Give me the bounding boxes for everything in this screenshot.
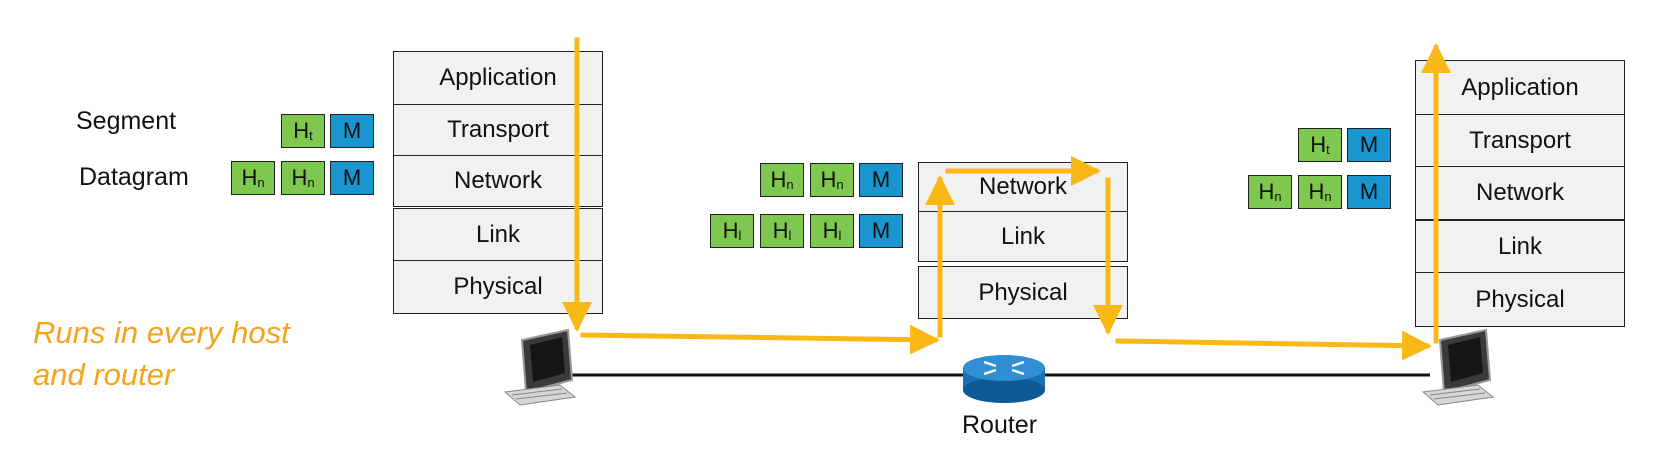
message-block: M bbox=[1347, 128, 1391, 162]
router-icon bbox=[963, 355, 1045, 403]
source-computer-icon bbox=[503, 328, 577, 406]
router-label: Router bbox=[962, 411, 1038, 439]
segment-label: Segment bbox=[76, 107, 177, 135]
datagram-label: Datagram bbox=[79, 163, 189, 191]
message-block: M bbox=[859, 163, 903, 197]
note-line-1: Runs in every host bbox=[33, 315, 290, 350]
source-layer-link: Link bbox=[393, 208, 603, 261]
source-layer-network: Network bbox=[393, 155, 603, 207]
message-block: M bbox=[330, 161, 374, 195]
source-layer-transport: Transport bbox=[393, 104, 603, 156]
dest-layer-network: Network bbox=[1415, 166, 1625, 220]
dest-layer-transport: Transport bbox=[1415, 114, 1625, 167]
flow-arrows bbox=[562, 37, 1451, 361]
note-line-2: and router bbox=[33, 357, 175, 392]
dest-layer-physical: Physical bbox=[1415, 272, 1625, 327]
router-layer-physical: Physical bbox=[918, 266, 1128, 319]
message-block: M bbox=[859, 214, 903, 248]
message-block: M bbox=[330, 114, 374, 148]
dest-computer-icon bbox=[1421, 328, 1495, 406]
router-layer-link: Link bbox=[918, 211, 1128, 262]
flow-arrow-source-to-router bbox=[580, 324, 940, 355]
dest-layer-link: Link bbox=[1415, 220, 1625, 273]
source-layer-application: Application bbox=[393, 51, 603, 105]
message-block: M bbox=[1347, 175, 1391, 209]
note-text: Runs in every host and router bbox=[33, 312, 290, 396]
flow-arrow-router-to-dest bbox=[1115, 330, 1432, 361]
